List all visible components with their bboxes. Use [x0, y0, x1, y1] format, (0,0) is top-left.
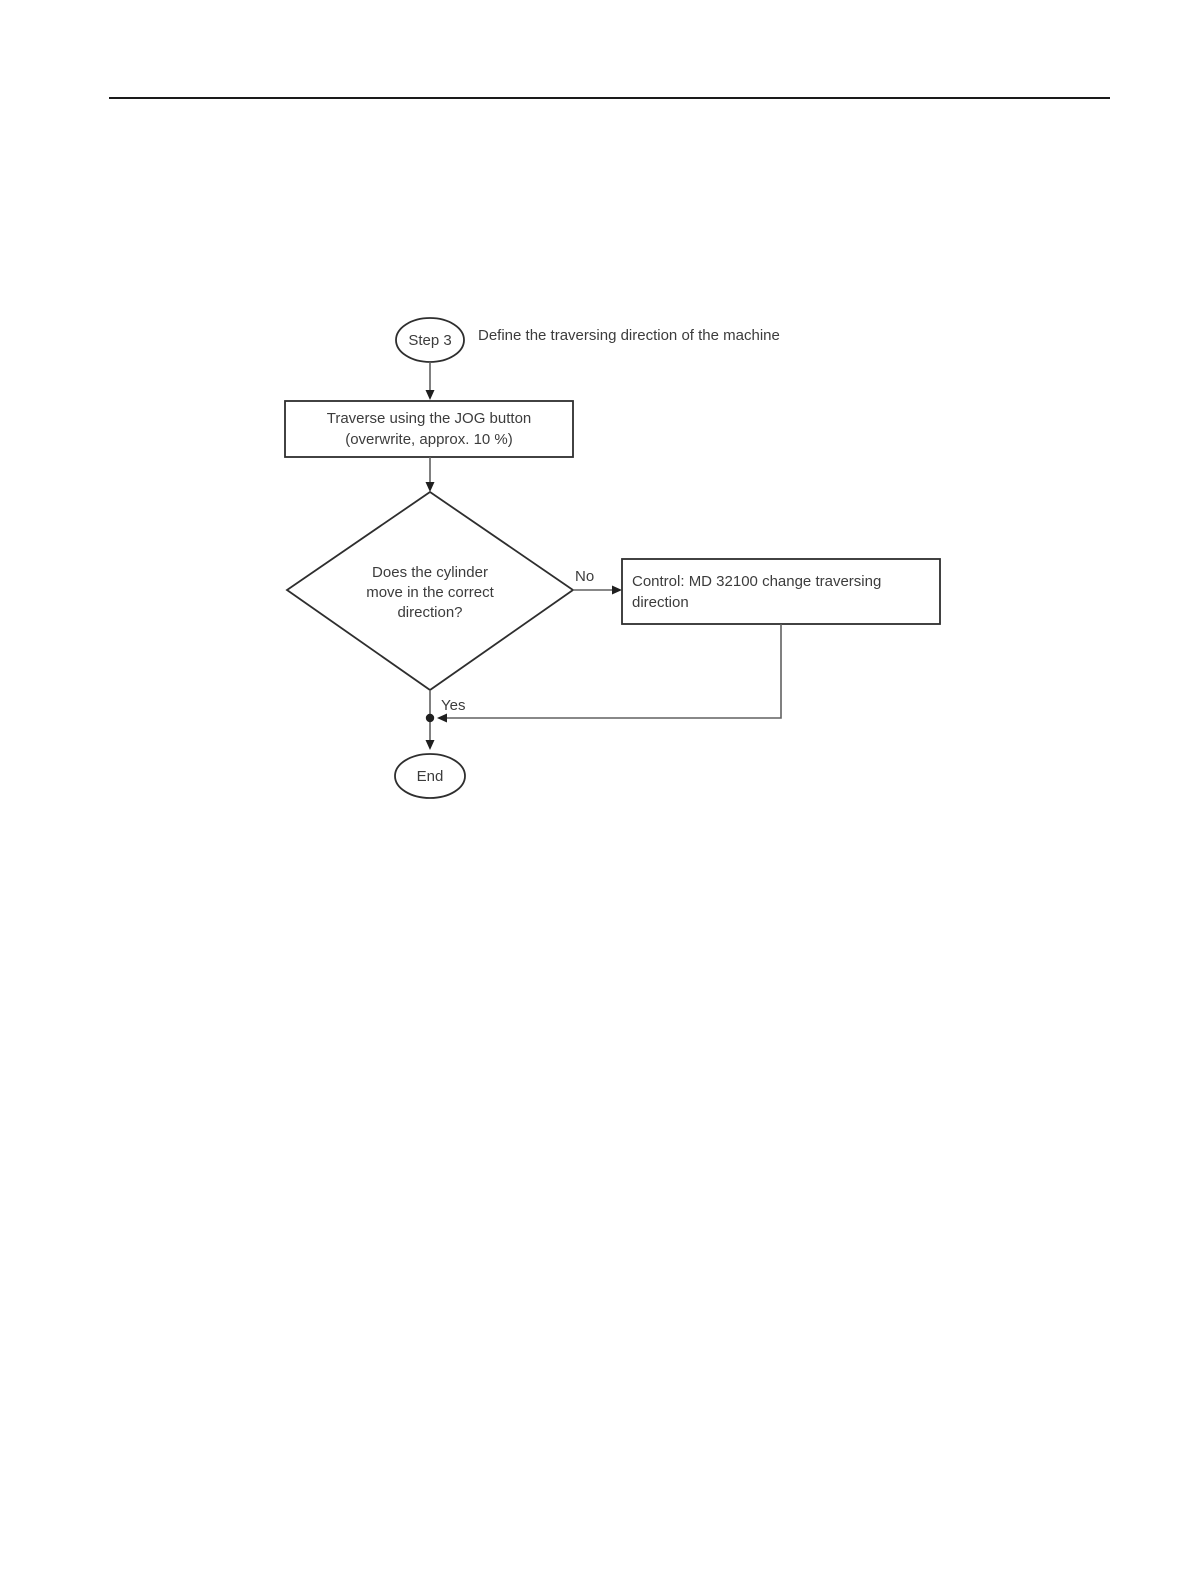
arrow-down-icon: [425, 390, 435, 400]
start-label-text: Step 3: [408, 331, 452, 349]
process-control-line: direction: [632, 593, 689, 611]
process-jog-text: Traverse using the JOG button (overwrite…: [285, 401, 573, 457]
feedback-connector: [446, 624, 782, 719]
process-control-line: Control: MD 32100 change traversing: [632, 572, 882, 590]
process-control-text: Control: MD 32100 change traversing dire…: [632, 559, 932, 624]
process-control-box: [621, 558, 941, 625]
no-branch-label: No: [575, 568, 595, 585]
junction-dot: [425, 713, 435, 723]
decision-line: move in the correct: [366, 584, 494, 601]
process-jog-line: (overwrite, approx. 10 %): [345, 431, 513, 448]
end-ellipse: [394, 753, 466, 799]
arrow-down-icon: [425, 482, 435, 492]
decision-text: Does the cylinder move in the correct di…: [315, 563, 545, 623]
yes-branch-label: Yes: [441, 697, 466, 714]
process-jog-line: Traverse using the JOG button: [326, 410, 532, 427]
end-node-label: End: [395, 754, 465, 798]
end-label-text: End: [416, 767, 444, 785]
process-jog-box: [284, 400, 574, 458]
arrow-right-icon: [612, 585, 622, 595]
decision-line: direction?: [397, 604, 463, 621]
arrow-left-icon: [437, 713, 447, 723]
start-description: Define the traversing direction of the m…: [478, 327, 780, 344]
decision-line: Does the cylinder: [372, 564, 488, 581]
arrow-down-icon: [425, 740, 435, 750]
header-rule: [109, 97, 1110, 99]
start-node-label: Step 3: [396, 318, 464, 362]
